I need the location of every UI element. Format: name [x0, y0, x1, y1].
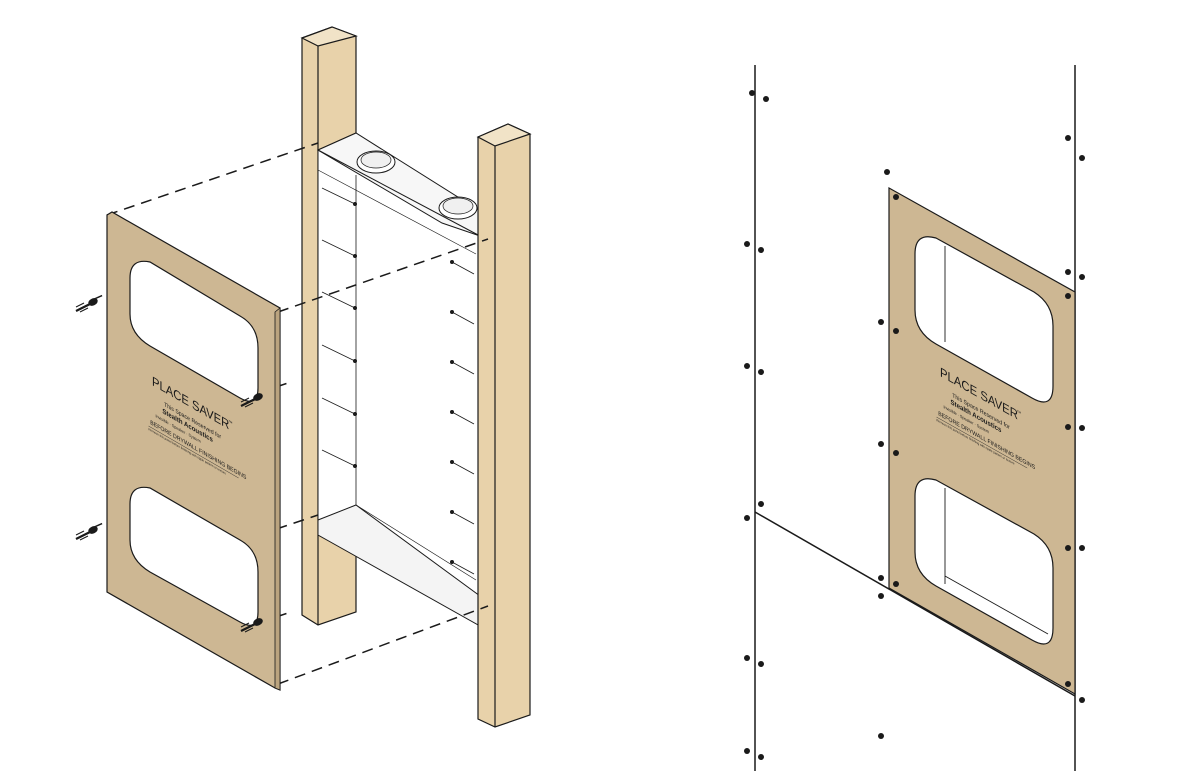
screw-icon: [74, 295, 101, 314]
place-saver-panel-exploded: PLACE SAVER ™ This Space Reserved for St…: [106, 211, 281, 691]
front-stud: [476, 123, 532, 728]
installed-view: PLACE SAVER ™ This Space Reserved for St…: [744, 65, 1085, 771]
installed-panel-trademark: ™: [1017, 409, 1021, 417]
drywall-screws: [744, 90, 1085, 760]
screw-icon: [74, 523, 101, 542]
back-box: [316, 132, 489, 627]
exploded-view: PLACE SAVER ™ This Space Reserved for St…: [74, 26, 532, 728]
drywall-seam: [754, 511, 1076, 697]
panel-trademark: ™: [228, 419, 232, 428]
place-saver-panel-installed: PLACE SAVER ™ This Space Reserved for St…: [888, 186, 1076, 696]
